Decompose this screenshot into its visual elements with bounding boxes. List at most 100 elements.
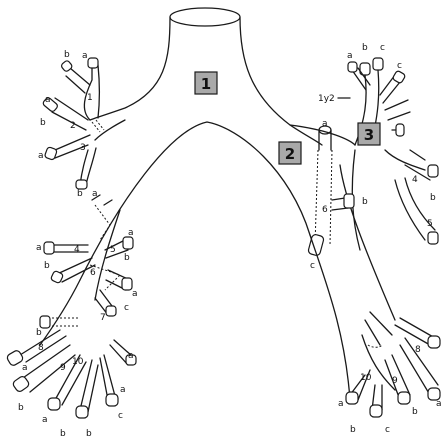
rul-tube-3b <box>76 180 87 189</box>
letter-a: a <box>436 399 442 409</box>
letter-a: a <box>128 228 134 238</box>
letter-a: a <box>128 351 134 361</box>
letter-a: a <box>338 399 344 409</box>
seg-r4: 4 <box>74 245 80 255</box>
letter-a: a <box>347 51 353 61</box>
letter-b: b <box>124 253 130 263</box>
letter-a: a <box>36 243 42 253</box>
left-upper-lobe-bronchi <box>348 58 438 250</box>
left-main-bronchus <box>290 125 395 400</box>
rll-tube-7 <box>40 316 50 328</box>
letter-a: a <box>82 51 88 61</box>
seg-r5: 5 <box>110 245 116 255</box>
letter-b: b <box>362 43 368 53</box>
rll-tube-6b <box>106 306 116 316</box>
rll-branch-10b <box>100 355 115 400</box>
right-upper-lobe-bronchi <box>42 58 125 189</box>
lingula-branch-5 <box>395 178 435 240</box>
letter-b: b <box>77 189 83 199</box>
badge-left-upper: 3 <box>358 123 380 145</box>
seg-l6: 6 <box>322 205 328 215</box>
lingula-tube-5 <box>428 232 438 244</box>
seg-l5: 5 <box>427 219 433 229</box>
rml-stem <box>95 210 120 300</box>
lll-stem-right <box>340 165 395 320</box>
trachea-left-wall <box>240 17 322 145</box>
seg-r10: 10 <box>72 357 84 367</box>
letter-c: c <box>397 61 402 71</box>
lmb-dashed <box>315 150 332 245</box>
letter-a: a <box>92 189 98 199</box>
letter-b: b <box>40 118 46 128</box>
rll-stem <box>40 280 80 345</box>
rul-branch-1c <box>66 68 90 93</box>
letter-b: b <box>36 328 42 338</box>
trachea-top <box>170 8 240 26</box>
letter-a: a <box>42 415 48 425</box>
rul-tube-1c <box>60 60 73 73</box>
letter-a: a <box>120 385 126 395</box>
seg-l8: 8 <box>415 345 421 355</box>
letter-b: b <box>350 425 356 435</box>
lll-tube-10 <box>346 392 358 404</box>
rll-tube-10 <box>76 406 88 418</box>
rul-tube-1a <box>88 58 98 68</box>
lll-stem-left <box>310 235 350 400</box>
lll-tube-8b <box>428 336 440 348</box>
lul-tube-a <box>348 62 357 72</box>
right-lower-lobe-bronchi <box>6 195 136 418</box>
letter-a: a <box>322 119 328 129</box>
rll-tube-9 <box>48 398 60 410</box>
rul-dashed-2 <box>92 120 104 132</box>
badge-trachea-label: 1 <box>201 75 211 93</box>
seg-r2: 2 <box>70 121 76 131</box>
lingula-stem <box>385 150 425 170</box>
seg-l9: 9 <box>392 376 398 386</box>
letter-c: c <box>380 43 385 53</box>
lul-tube-1b <box>373 58 383 70</box>
seg-r6: 6 <box>90 268 96 278</box>
carina <box>80 122 310 280</box>
letter-b: b <box>430 193 436 203</box>
letter-b: b <box>64 50 70 60</box>
letter-c: c <box>124 303 129 313</box>
rml-branch-4 <box>50 245 88 252</box>
letter-b: b <box>362 197 368 207</box>
lll-branch-8 <box>365 312 392 345</box>
lll-tube-10b <box>370 405 382 417</box>
letter-a: a <box>38 151 44 161</box>
badge-left-main: 2 <box>279 142 301 164</box>
rll-tube-8b <box>12 375 30 393</box>
lul-tube-c <box>392 70 406 84</box>
lll-tube-9 <box>398 392 410 404</box>
seg-r7: 7 <box>100 313 106 323</box>
letter-b: b <box>86 429 92 439</box>
badge-left-upper-label: 3 <box>364 126 374 144</box>
rul-return <box>95 120 125 140</box>
rll-tube-6 <box>122 278 132 290</box>
rll-tube-10b <box>106 394 118 406</box>
letter-a: a <box>22 363 28 373</box>
seg-l4: 4 <box>412 175 418 185</box>
letter-a: a <box>45 95 51 105</box>
seg-r3: 3 <box>80 143 86 153</box>
badge-trachea: 1 <box>195 72 217 94</box>
lul-branch-d <box>385 100 410 120</box>
lul-tube-e <box>396 124 404 136</box>
lingula-tube-4 <box>428 165 438 177</box>
letter-c: c <box>385 425 390 435</box>
badge-left-main-label: 2 <box>285 145 295 163</box>
rll-dashed-7 <box>48 318 78 326</box>
rml-tube-5 <box>123 237 133 249</box>
letter-c: c <box>310 261 315 271</box>
rml-dashed <box>95 205 110 240</box>
trachea-1y2-label: 1y2 <box>318 94 335 104</box>
letter-b: b <box>60 429 66 439</box>
letter-c: c <box>118 411 123 421</box>
seg-r8: 8 <box>38 343 44 353</box>
rul-branch-1b <box>98 65 100 118</box>
trachea-right-wall <box>90 17 170 120</box>
letter-b: b <box>18 403 24 413</box>
letter-b: b <box>412 407 418 417</box>
